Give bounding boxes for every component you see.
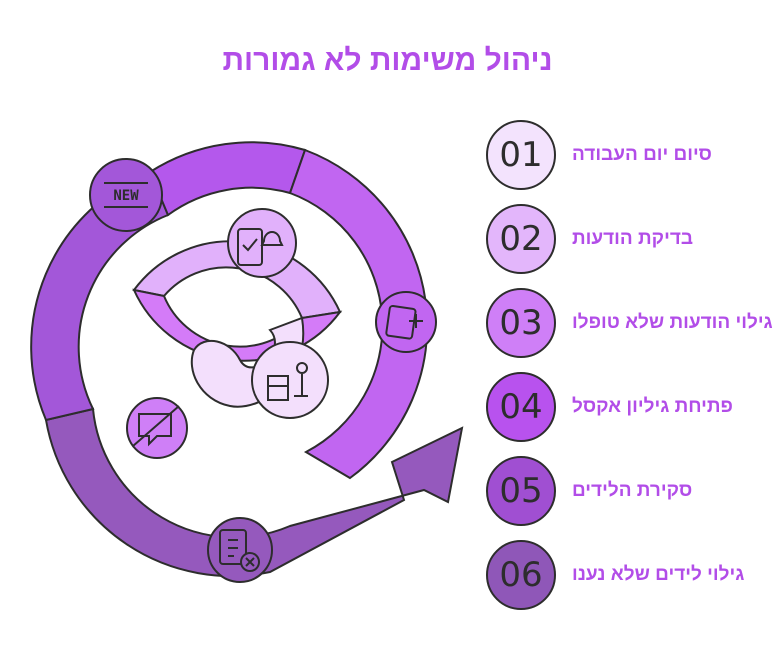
- step-number: 01: [486, 120, 556, 190]
- page-title: ניהול משימות לא גמורות: [222, 44, 553, 77]
- clipboard-cancel-icon: [207, 517, 273, 583]
- step-06: 06 גילוי לידים שלא נענו: [486, 540, 775, 614]
- step-number: 03: [486, 288, 556, 358]
- step-label: בדיקת הודעות: [572, 228, 694, 249]
- phone-bell-icon: [227, 208, 297, 278]
- step-label: פתיחת גיליון אקסל: [572, 396, 733, 417]
- new-icon: NEW: [89, 158, 163, 232]
- step-label: סיום יום העבודה: [572, 144, 712, 165]
- step-number: 06: [486, 540, 556, 610]
- outer-ring-bottom: [44, 407, 464, 577]
- new-badge-text: NEW: [113, 188, 139, 204]
- step-number: 04: [486, 372, 556, 442]
- person-desk-icon: [267, 362, 308, 401]
- inner-center: [251, 341, 329, 419]
- step-number: 05: [486, 456, 556, 526]
- outer-ring-right: [288, 148, 429, 480]
- outer-ring-top: [148, 141, 307, 217]
- step-number: 02: [486, 204, 556, 274]
- step-01: 01 סיום יום העבודה: [486, 120, 775, 194]
- no-message-icon: [126, 397, 188, 459]
- add-note-icon: [375, 291, 437, 353]
- step-05: 05 סקירת הלידים: [486, 456, 775, 530]
- step-label: סקירת הלידים: [572, 480, 693, 501]
- step-label: גילוי הודעות שלא טופלו: [572, 312, 773, 333]
- step-label: גילוי לידים שלא נענו: [572, 564, 745, 585]
- step-02: 02 בדיקת הודעות: [486, 204, 775, 278]
- step-04: 04 פתיחת גיליון אקסל: [486, 372, 775, 446]
- step-03: 03 גילוי הודעות שלא טופלו: [486, 288, 775, 362]
